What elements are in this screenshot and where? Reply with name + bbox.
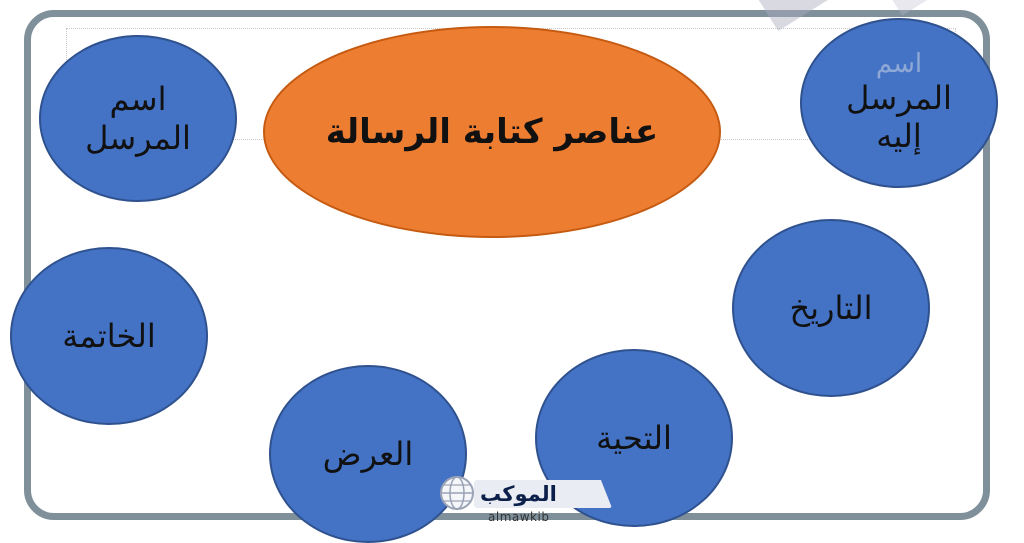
logo-arabic-name: الموكب	[480, 482, 557, 506]
node-recipient-line2: إليه	[876, 117, 922, 155]
node-greeting-label: التحية	[596, 418, 672, 457]
node-sender-name: اسم المرسل	[39, 35, 237, 202]
node-closing: الخاتمة	[10, 247, 208, 425]
node-recipient-name: اسم المرسل إليه	[800, 18, 998, 188]
node-date: التاريخ	[732, 219, 930, 397]
logo-latin-name: almawkib	[488, 510, 550, 524]
node-recipient-ghost-text: اسم	[875, 48, 923, 79]
node-sender-line2: المرسل	[85, 118, 191, 157]
logo-tag-shape	[474, 480, 612, 508]
node-date-label: التاريخ	[789, 288, 873, 327]
slide-frame	[24, 10, 990, 520]
node-recipient-line1: المرسل	[846, 78, 952, 117]
node-body-label: العرض	[322, 434, 414, 473]
title-ellipse: عناصر كتابة الرسالة	[263, 26, 721, 238]
diagram-title: عناصر كتابة الرسالة	[325, 112, 659, 152]
globe-icon	[440, 476, 474, 510]
node-sender-line1: اسم	[109, 80, 167, 119]
almawkib-logo: الموكب almawkib	[436, 470, 616, 530]
node-closing-label: الخاتمة	[62, 316, 156, 355]
